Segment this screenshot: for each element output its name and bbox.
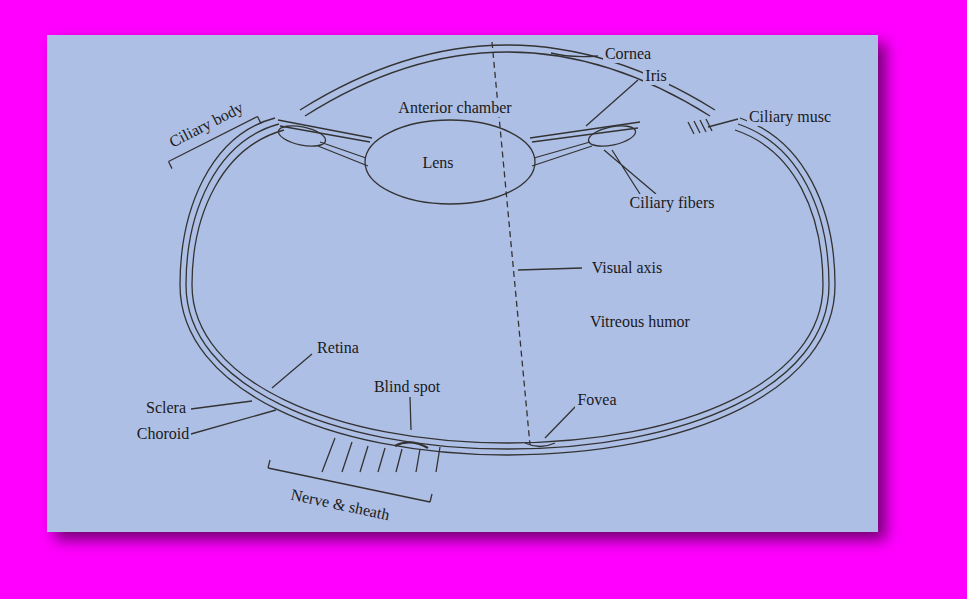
- optic-nerve: [322, 438, 440, 472]
- part-label: Fovea: [575, 391, 618, 409]
- part-label: Ciliary musc: [747, 108, 833, 126]
- part-label: Ciliary body: [164, 98, 247, 152]
- part-label: Sclera: [144, 399, 188, 417]
- part-label: Retina: [315, 339, 361, 357]
- choroid-outline: [186, 124, 829, 449]
- ciliary-body-right: [587, 122, 638, 150]
- sclera-outline: [180, 118, 835, 455]
- lens: [365, 120, 535, 204]
- part-label: Choroid: [135, 425, 191, 443]
- part-label: Blind spot: [372, 378, 442, 396]
- part-label: Visual axis: [590, 259, 665, 277]
- part-label: Ciliary fibers: [628, 194, 717, 212]
- ciliary-body-left: [277, 122, 328, 150]
- iris-right: [530, 122, 640, 142]
- retina-outline: [192, 130, 823, 443]
- optic-disc: [395, 442, 428, 448]
- leader-lines: [191, 53, 738, 438]
- part-label: Vitreous humor: [588, 313, 692, 331]
- fovea-pit: [525, 443, 555, 447]
- part-label: Nerve & sheath: [287, 486, 393, 525]
- part-label: Lens: [420, 154, 455, 172]
- part-label: Cornea: [603, 45, 653, 63]
- part-label: Iris: [643, 67, 668, 85]
- part-label: Anterior chamber: [396, 99, 513, 117]
